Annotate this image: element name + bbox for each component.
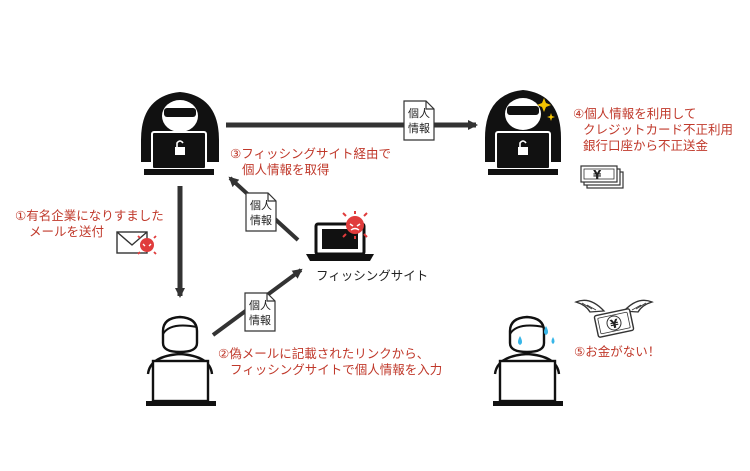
hacker-icon [141, 92, 219, 175]
crying-victim-icon [493, 315, 563, 406]
step1-label: ①有名企業になりすました メールを送付 [15, 208, 164, 240]
doc-mid-line2: 情報 [250, 214, 272, 227]
step4-line1: ④個人情報を利用して [573, 106, 697, 121]
doc-top-line2: 情報 [408, 122, 430, 135]
personal-info-document-mid: 個人 情報 [245, 192, 277, 232]
step4-line3: 銀行口座から不正送金 [583, 138, 709, 153]
step3-line1: ③フィッシングサイト経由で [230, 146, 391, 161]
doc-low-line2: 情報 [249, 314, 271, 327]
step2-line2: フィッシングサイトで個人情報を入力 [230, 362, 443, 377]
yen-symbol-flying: ¥ [609, 316, 621, 332]
flying-money-icon: ¥ [574, 299, 654, 338]
step1-line2: メールを送付 [29, 224, 105, 239]
doc-low-line1: 個人 [249, 299, 271, 312]
phishing-site-label: フィッシングサイト [316, 268, 429, 283]
phishing-email-envelope-icon [116, 231, 157, 255]
doc-top-line1: 個人 [408, 107, 430, 120]
sparkle-icon [537, 98, 551, 112]
hacker-with-sparkle-icon [485, 90, 561, 175]
personal-info-document-top: 個人 情報 [403, 100, 435, 141]
step1-line1: ①有名企業になりすました [15, 208, 164, 223]
step4-label: ④個人情報を利用して クレジットカード不正利用 銀行口座から不正送金 [573, 106, 733, 154]
step4-line2: クレジットカード不正利用 [583, 122, 734, 137]
doc-mid-line1: 個人 [250, 199, 272, 212]
virus-icon [342, 211, 368, 239]
email-virus-icon [137, 235, 157, 255]
phishing-site-laptop-icon [306, 211, 374, 261]
victim-user-icon [146, 315, 216, 406]
step5-label: ⑤お金がない！ [574, 344, 661, 359]
money-stack-icon: ¥ [580, 165, 624, 189]
step2-label: ②偽メールに記載されたリンクから、 フィッシングサイトで個人情報を入力 [218, 346, 442, 378]
personal-info-document-low: 個人 情報 [244, 292, 276, 332]
step3-label: ③フィッシングサイト経由で 個人情報を取得 [230, 146, 391, 178]
tear-drop-icon [518, 336, 522, 345]
step2-line1: ②偽メールに記載されたリンクから、 [218, 346, 430, 361]
step3-line2: 個人情報を取得 [242, 162, 330, 177]
yen-symbol-stack: ¥ [593, 168, 602, 182]
